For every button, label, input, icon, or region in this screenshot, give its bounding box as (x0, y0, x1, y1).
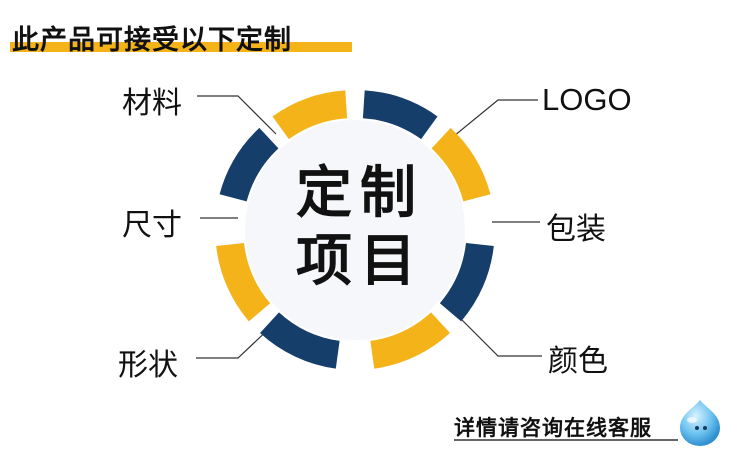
ring-segment-top-left (272, 90, 348, 140)
ring-segment-upper-left (219, 127, 279, 202)
option-logo: LOGO (542, 82, 632, 117)
contact-footer[interactable]: 详情请咨询在线客服 (454, 408, 744, 444)
ring-segment-bottom-left (260, 312, 340, 369)
ring-segment-upper-right (431, 127, 491, 202)
chat-bubble-icon[interactable] (676, 398, 724, 448)
ring-inner-disc (245, 120, 465, 340)
footer-underline (454, 439, 678, 441)
option-packaging: 包装 (546, 212, 606, 247)
title-banner: 此产品可接受以下定制 (0, 18, 352, 58)
connector-material (197, 95, 277, 135)
title-highlight-bar (10, 42, 352, 52)
page-title: 此产品可接受以下定制 (12, 25, 292, 56)
ring-segment-bottom-right (370, 312, 450, 369)
option-color: 颜色 (548, 344, 608, 379)
center-title-line1: 定制 (296, 161, 424, 226)
option-shape: 形状 (118, 348, 178, 383)
connector-color (459, 317, 542, 357)
option-size: 尺寸 (122, 208, 182, 243)
ring-segment-lower-left (216, 242, 271, 322)
center-title-line2: 项目 (296, 229, 424, 294)
connector-logo (453, 99, 538, 137)
contact-footer-text: 详情请咨询在线客服 (454, 416, 652, 440)
ring-segment-lower-right (439, 242, 494, 322)
ring-segment-top-right (362, 90, 438, 140)
connector-shape (196, 325, 273, 359)
center-title: 定制 项目 (280, 160, 440, 296)
option-material: 材料 (122, 86, 182, 121)
